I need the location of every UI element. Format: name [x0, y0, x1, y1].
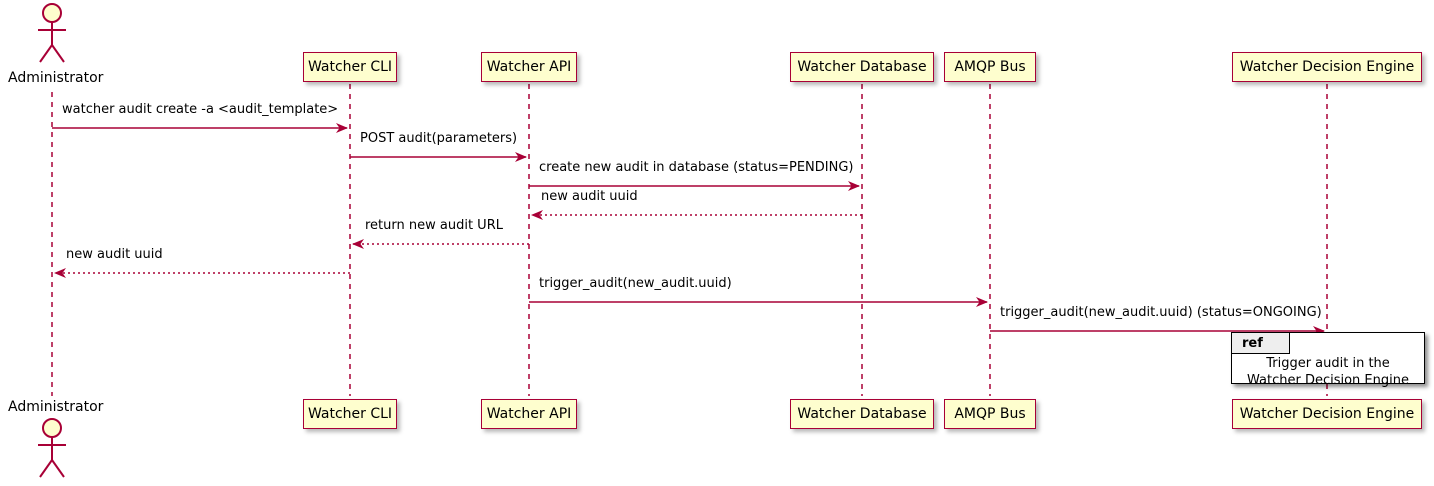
participant-label: Administrator: [8, 399, 104, 415]
participant-label: Watcher CLI: [307, 59, 393, 75]
participant-label: Watcher API: [486, 406, 572, 422]
ref-fragment-body: Trigger audit in the Watcher Decision En…: [1232, 355, 1424, 389]
ref-fragment-tab: [1232, 333, 1290, 354]
message-label-7: trigger_audit(new_audit.uuid): [539, 276, 732, 291]
actor-label-administrator-top: Administrator: [8, 70, 103, 86]
message-label-2: POST audit(parameters): [360, 131, 518, 146]
participant-label: Administrator: [8, 70, 104, 86]
participant-box-amqp-bus-top[interactable]: AMQP Bus: [944, 52, 1036, 82]
message-label-3: create new audit in database (status=PEN…: [539, 160, 854, 175]
participant-box-watcher-decision-engine-bottom[interactable]: Watcher Decision Engine: [1232, 399, 1422, 429]
message-label-1: watcher audit create -a <audit_template>: [62, 102, 339, 117]
message-label-5: return new audit URL: [365, 218, 503, 233]
participant-box-watcher-decision-engine-top[interactable]: Watcher Decision Engine: [1232, 52, 1422, 82]
participant-box-watcher-cli-top[interactable]: Watcher CLI: [303, 52, 397, 82]
ref-fragment-trigger-audit[interactable]: ref Trigger audit in the Watcher Decisio…: [1231, 332, 1425, 388]
ref-fragment-line-1: Trigger audit in the: [1266, 356, 1390, 371]
participant-box-watcher-database-top[interactable]: Watcher Database: [790, 52, 934, 82]
participant-label: Watcher Database: [797, 59, 927, 75]
ref-fragment-tab-label: ref: [1242, 336, 1263, 351]
participant-box-watcher-api-top[interactable]: Watcher API: [481, 52, 577, 82]
participant-label: Watcher Decision Engine: [1239, 406, 1415, 422]
lifelines-group: [51, 84, 1328, 396]
participant-box-amqp-bus-bottom[interactable]: AMQP Bus: [944, 399, 1036, 429]
participant-label: Watcher Decision Engine: [1239, 59, 1415, 75]
actor-administrator-bottom: [38, 418, 66, 478]
message-label-6: new audit uuid: [66, 247, 163, 262]
participant-box-watcher-database-bottom[interactable]: Watcher Database: [790, 399, 934, 429]
participant-label: AMQP Bus: [954, 406, 1026, 422]
participant-box-watcher-api-bottom[interactable]: Watcher API: [481, 399, 577, 429]
actor-label-administrator-bottom: Administrator: [8, 399, 103, 415]
message-label-8: trigger_audit(new_audit.uuid) (status=ON…: [1000, 305, 1322, 320]
participant-label: Watcher Database: [797, 406, 927, 422]
ref-fragment-line-2: Watcher Decision Engine: [1247, 373, 1409, 388]
participant-label: AMQP Bus: [954, 59, 1026, 75]
actor-administrator-top: [38, 3, 66, 63]
participant-label: Watcher CLI: [307, 406, 393, 422]
message-label-4: new audit uuid: [541, 189, 638, 204]
participant-box-watcher-cli-bottom[interactable]: Watcher CLI: [303, 399, 397, 429]
participant-label: Watcher API: [486, 59, 572, 75]
